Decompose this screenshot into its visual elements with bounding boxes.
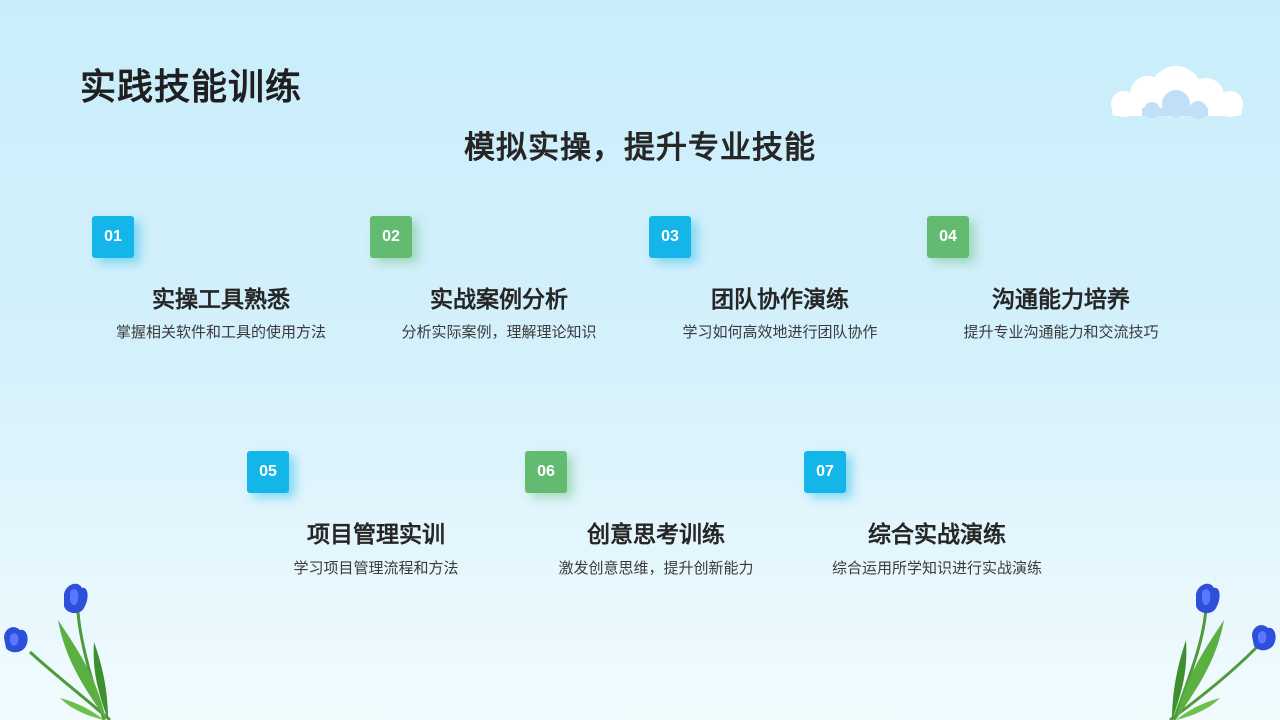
tulip-icon — [1169, 583, 1276, 720]
item-5-title: 项目管理实训 — [307, 522, 445, 548]
item-2-description: 分析实际案例，理解理论知识 — [401, 323, 597, 341]
item-7-number-badge: 07 — [804, 451, 846, 493]
item-6-description: 激发创意思维，提升创新能力 — [558, 559, 754, 577]
page-title: 实践技能训练 — [80, 67, 303, 108]
item-1-number-badge: 01 — [92, 216, 134, 258]
item-1-description: 掌握相关软件和工具的使用方法 — [115, 323, 326, 341]
item-5-description: 学习项目管理流程和方法 — [293, 559, 459, 577]
item-4-description: 提升专业沟通能力和交流技巧 — [963, 323, 1159, 341]
item-7-description: 综合运用所学知识进行实战演练 — [831, 559, 1042, 577]
item-3-title: 团队协作演练 — [711, 287, 849, 313]
item-2-title: 实战案例分析 — [430, 287, 568, 313]
item-5-number-badge: 05 — [247, 451, 289, 493]
item-3-description: 学习如何高效地进行团队协作 — [682, 323, 878, 341]
item-3-number-badge: 03 — [649, 216, 691, 258]
item-6-title: 创意思考训练 — [587, 522, 725, 548]
item-2-number-badge: 02 — [370, 216, 412, 258]
item-6-number-badge: 06 — [525, 451, 567, 493]
tulip-icon — [4, 583, 111, 720]
section-subtitle: 模拟实操，提升专业技能 — [464, 130, 816, 166]
item-4-number-badge: 04 — [927, 216, 969, 258]
item-7-title: 综合实战演练 — [868, 522, 1006, 548]
item-1-title: 实操工具熟悉 — [152, 287, 290, 313]
item-4-title: 沟通能力培养 — [992, 287, 1130, 313]
cloud-icon — [1111, 66, 1243, 119]
